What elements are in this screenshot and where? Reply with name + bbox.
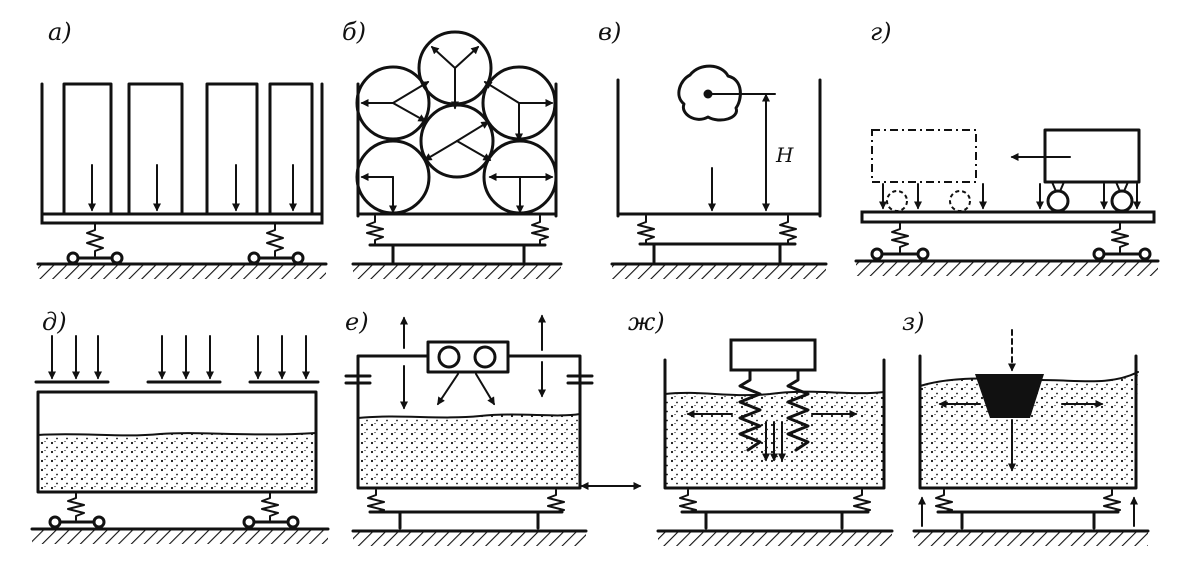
- spring: [261, 491, 279, 521]
- immersed-spring: [786, 368, 810, 452]
- panel-label-v: в): [598, 18, 621, 46]
- wheel: [92, 515, 106, 529]
- wheel: [48, 515, 62, 529]
- granular-material: [358, 414, 580, 486]
- spring: [86, 222, 104, 257]
- force-arrow: [392, 81, 430, 104]
- panel-label-zh: ж): [628, 308, 665, 336]
- vertical-item: [268, 82, 314, 216]
- spring: [1111, 221, 1129, 253]
- spring: [1103, 489, 1121, 513]
- ground-hatch: [38, 265, 326, 279]
- force-arrow: [456, 140, 492, 161]
- wheel: [66, 251, 80, 265]
- spring: [779, 215, 797, 245]
- container: [356, 388, 582, 490]
- panel-e: е): [344, 308, 642, 546]
- panel-z: з): [902, 308, 1150, 546]
- spring: [637, 215, 655, 245]
- panel-label-z: з): [902, 308, 924, 336]
- spring: [679, 489, 697, 513]
- falling-lump: [677, 64, 742, 122]
- wheel: [870, 247, 884, 261]
- panel-a: а): [36, 18, 328, 279]
- vertical-item: [205, 82, 259, 216]
- cart-previous-position: [871, 129, 977, 183]
- spring: [531, 215, 549, 245]
- ground-hatch: [353, 265, 561, 279]
- ground-hatch: [612, 265, 826, 279]
- vibration-arrow: [475, 373, 495, 406]
- force-arrow: [392, 102, 427, 122]
- wheel: [242, 515, 256, 529]
- panel-label-e: е): [345, 308, 369, 336]
- platform: [860, 210, 1156, 224]
- ground-hatch: [353, 532, 586, 546]
- particle: [355, 65, 431, 141]
- force-arrow: [483, 81, 520, 104]
- material-surface: [357, 413, 581, 419]
- wheel: [286, 515, 300, 529]
- panel-label-d: д): [42, 308, 67, 336]
- material-surface: [664, 390, 885, 397]
- wheel: [916, 247, 930, 261]
- wheel: [1110, 189, 1134, 213]
- vertical-item: [127, 82, 184, 216]
- ground-hatch: [914, 532, 1148, 546]
- panel-label-g: г): [870, 18, 892, 46]
- spring: [67, 491, 85, 521]
- container: [36, 390, 318, 494]
- wheel: [1092, 247, 1106, 261]
- ground-hatch: [658, 532, 892, 546]
- immersed-spring: [738, 368, 762, 452]
- wheel: [1046, 189, 1070, 213]
- eccentric-icon: [473, 345, 497, 369]
- spring: [366, 215, 384, 245]
- wheel: [1138, 247, 1152, 261]
- wheel: [110, 251, 124, 265]
- force-arrow: [456, 121, 490, 142]
- container: [918, 354, 1138, 490]
- height-label: H: [775, 143, 794, 167]
- pressing-wedge: [975, 374, 1044, 418]
- panel-label-a: а): [48, 18, 72, 46]
- spring: [367, 489, 385, 513]
- eccentric-icon: [437, 345, 461, 369]
- granular-material: [38, 433, 316, 490]
- material-surface: [37, 432, 317, 437]
- vertical-item: [62, 82, 113, 216]
- spring: [935, 489, 953, 513]
- spring: [547, 489, 565, 513]
- panel-b: б): [342, 18, 563, 279]
- vibration-arrow: [437, 373, 459, 406]
- panel-zh: ж): [628, 308, 894, 546]
- ground-hatch: [856, 262, 1158, 276]
- force-arrow: [430, 45, 456, 69]
- panel-label-b: б): [342, 18, 366, 46]
- panel-d: д): [30, 308, 330, 544]
- panel-v: в) H: [598, 18, 828, 279]
- granular-material: [920, 372, 1138, 486]
- wheel: [949, 190, 971, 212]
- ground-hatch: [32, 530, 328, 544]
- spring: [266, 222, 284, 257]
- wheel: [291, 251, 305, 265]
- frame-right: [506, 354, 582, 392]
- wheel: [247, 251, 261, 265]
- panel-g: г): [854, 18, 1160, 276]
- force-arrow: [423, 140, 458, 161]
- wheel: [886, 190, 908, 212]
- force-arrow: [454, 45, 480, 69]
- vibrator-plate: [729, 338, 817, 372]
- frame-left: [356, 354, 430, 392]
- spring: [891, 221, 909, 253]
- container: [663, 358, 886, 490]
- spring: [853, 489, 871, 513]
